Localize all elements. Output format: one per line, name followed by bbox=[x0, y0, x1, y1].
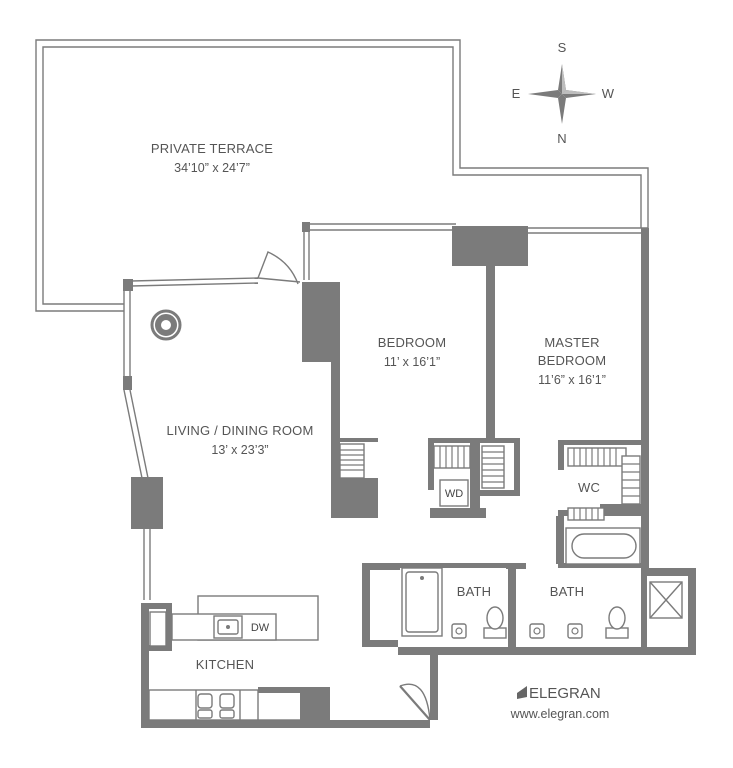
terrace-outline bbox=[35, 39, 649, 312]
brand-block: ELEGRAN www.elegran.com bbox=[510, 685, 610, 721]
bath-2-fixtures bbox=[529, 606, 629, 639]
terrace-door bbox=[257, 251, 301, 285]
compass-west: W bbox=[602, 86, 615, 101]
kitchen-counters: DW bbox=[148, 595, 330, 727]
terrace-name: PRIVATE TERRACE bbox=[151, 141, 273, 156]
brand-url: www.elegran.com bbox=[510, 707, 610, 721]
dishwasher-label: DW bbox=[251, 622, 270, 634]
compass-south: S bbox=[558, 40, 567, 55]
compass-rose: S N E W bbox=[512, 40, 615, 146]
compass-east: E bbox=[512, 86, 521, 101]
kitchen-name: KITCHEN bbox=[196, 657, 254, 672]
bedroom-closet-shelves bbox=[339, 443, 365, 479]
brand-name: ELEGRAN bbox=[529, 685, 601, 702]
washer-dryer-label: WD bbox=[445, 488, 463, 500]
bath-2-name: BATH bbox=[550, 584, 585, 599]
bath-1-fixtures bbox=[401, 567, 507, 639]
master-size: 11’6” x 16’1” bbox=[538, 373, 606, 387]
wc-name: WC bbox=[578, 480, 600, 495]
washer-dryer: WD bbox=[439, 479, 469, 507]
master-bathtub bbox=[565, 527, 641, 565]
room-labels: PRIVATE TERRACE 34’10” x 24’7” LIVING / … bbox=[151, 141, 606, 672]
living-size: 13’ x 23’3” bbox=[211, 443, 268, 457]
terrace-size: 34’10” x 24’7” bbox=[174, 161, 250, 175]
round-column bbox=[150, 309, 182, 341]
master-name-line2: BEDROOM bbox=[538, 353, 607, 368]
wc-closet-shelves bbox=[567, 447, 641, 521]
bath-1-name: BATH bbox=[457, 584, 492, 599]
bedroom-name: BEDROOM bbox=[378, 335, 447, 350]
master-name-line1: MASTER bbox=[544, 335, 599, 350]
mechanical-shaft bbox=[649, 581, 683, 619]
closet-shelves-center bbox=[433, 445, 505, 489]
elegran-logo-icon bbox=[517, 686, 527, 699]
compass-north: N bbox=[557, 131, 567, 146]
bedroom-size: 11’ x 16’1” bbox=[384, 355, 440, 369]
entry-door bbox=[399, 683, 431, 721]
living-name: LIVING / DINING ROOM bbox=[166, 423, 313, 438]
walls bbox=[123, 222, 696, 728]
